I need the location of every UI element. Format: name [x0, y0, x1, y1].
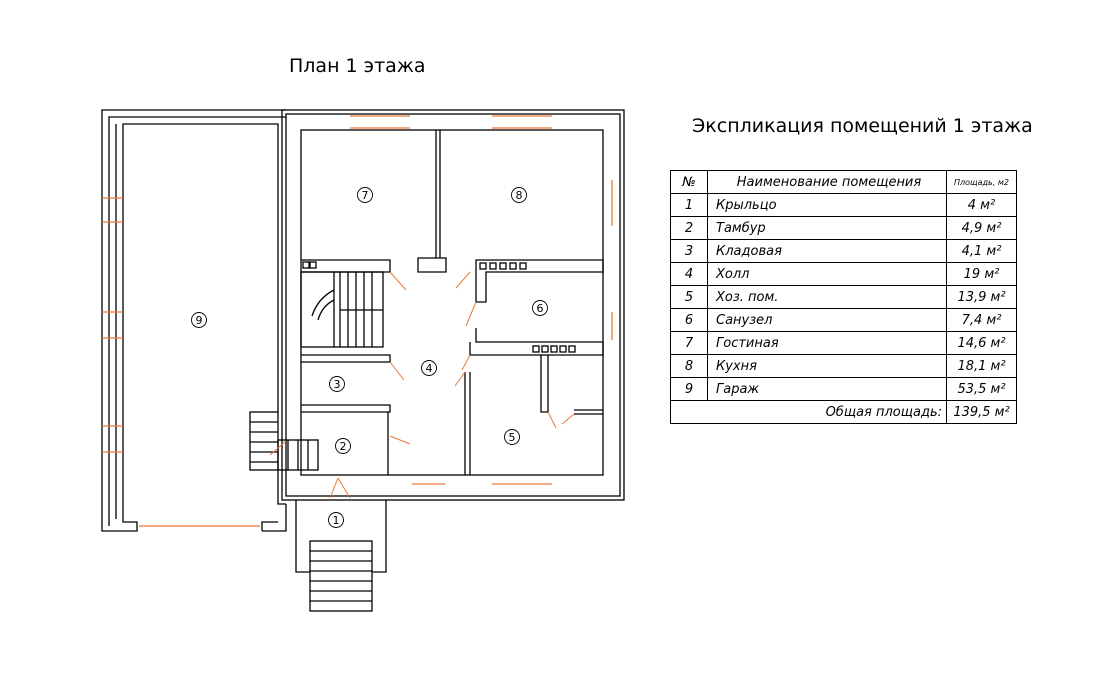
- row-name: Санузел: [707, 308, 947, 332]
- room-marker-6: 6: [532, 300, 548, 316]
- row-num: 4: [670, 262, 708, 286]
- row-name: Гостиная: [707, 331, 947, 355]
- room-marker-4: 4: [421, 360, 437, 376]
- room-marker-5: 5: [504, 429, 520, 445]
- svg-text:8: 8: [516, 189, 523, 202]
- table-title: Экспликация помещений 1 этажа: [692, 115, 1033, 137]
- row-name: Кладовая: [707, 239, 947, 263]
- svg-text:3: 3: [334, 378, 341, 391]
- table-row: 8 Кухня 18,1 м²: [670, 354, 1017, 378]
- total-value: 139,5 м²: [946, 400, 1017, 424]
- total-label: Общая площадь:: [670, 400, 947, 424]
- row-num: 8: [670, 354, 708, 378]
- row-area: 7,4 м²: [946, 308, 1017, 332]
- room-marker-1: 1: [328, 512, 344, 528]
- table-total-row: Общая площадь: 139,5 м²: [670, 400, 1017, 424]
- row-area: 14,6 м²: [946, 331, 1017, 355]
- table-row: 4 Холл 19 м²: [670, 262, 1017, 286]
- svg-text:5: 5: [509, 431, 516, 444]
- row-num: 2: [670, 216, 708, 240]
- room-marker-8: 8: [511, 187, 527, 203]
- row-area: 13,9 м²: [946, 285, 1017, 309]
- row-num: 7: [670, 331, 708, 355]
- svg-text:2: 2: [340, 440, 347, 453]
- door-swings: [269, 271, 575, 499]
- table-row: 6 Санузел 7,4 м²: [670, 308, 1017, 332]
- row-name: Крыльцо: [707, 193, 947, 217]
- row-name: Тамбур: [707, 216, 947, 240]
- room-marker-9: 9: [191, 312, 207, 328]
- walls: [101, 109, 625, 612]
- row-area: 4,1 м²: [946, 239, 1017, 263]
- room-marker-2: 2: [335, 438, 351, 454]
- room-marker-7: 7: [357, 187, 373, 203]
- svg-text:6: 6: [537, 302, 544, 315]
- row-num: 1: [670, 193, 708, 217]
- header-num: №: [670, 170, 708, 194]
- header-name: Наименование помещения: [707, 170, 947, 194]
- row-num: 6: [670, 308, 708, 332]
- table-row: 5 Хоз. пом. 13,9 м²: [670, 285, 1017, 309]
- header-area: Площадь, м2: [946, 170, 1017, 194]
- svg-text:4: 4: [426, 362, 433, 375]
- row-area: 19 м²: [946, 262, 1017, 286]
- row-name: Холл: [707, 262, 947, 286]
- svg-text:9: 9: [196, 314, 203, 327]
- room-marker-3: 3: [329, 376, 345, 392]
- row-name: Кухня: [707, 354, 947, 378]
- row-num: 3: [670, 239, 708, 263]
- table-row: 9 Гараж 53,5 м²: [670, 377, 1017, 401]
- row-name: Хоз. пом.: [707, 285, 947, 309]
- row-num: 5: [670, 285, 708, 309]
- row-area: 4,9 м²: [946, 216, 1017, 240]
- table-row: 7 Гостиная 14,6 м²: [670, 331, 1017, 355]
- table-header-row: № Наименование помещения Площадь, м2: [670, 170, 1017, 194]
- svg-text:1: 1: [333, 514, 340, 527]
- row-name: Гараж: [707, 377, 947, 401]
- room-markers: 1 2 3 4 5 6 7 8: [191, 187, 548, 528]
- table-row: 2 Тамбур 4,9 м²: [670, 216, 1017, 240]
- plan-title: План 1 этажа: [289, 55, 426, 77]
- table-row: 3 Кладовая 4,1 м²: [670, 239, 1017, 263]
- row-num: 9: [670, 377, 708, 401]
- row-area: 18,1 м²: [946, 354, 1017, 378]
- row-area: 4 м²: [946, 193, 1017, 217]
- table-row: 1 Крыльцо 4 м²: [670, 193, 1017, 217]
- row-area: 53,5 м²: [946, 377, 1017, 401]
- room-schedule-table: № Наименование помещения Площадь, м2 1 К…: [670, 170, 1017, 424]
- svg-text:7: 7: [362, 189, 369, 202]
